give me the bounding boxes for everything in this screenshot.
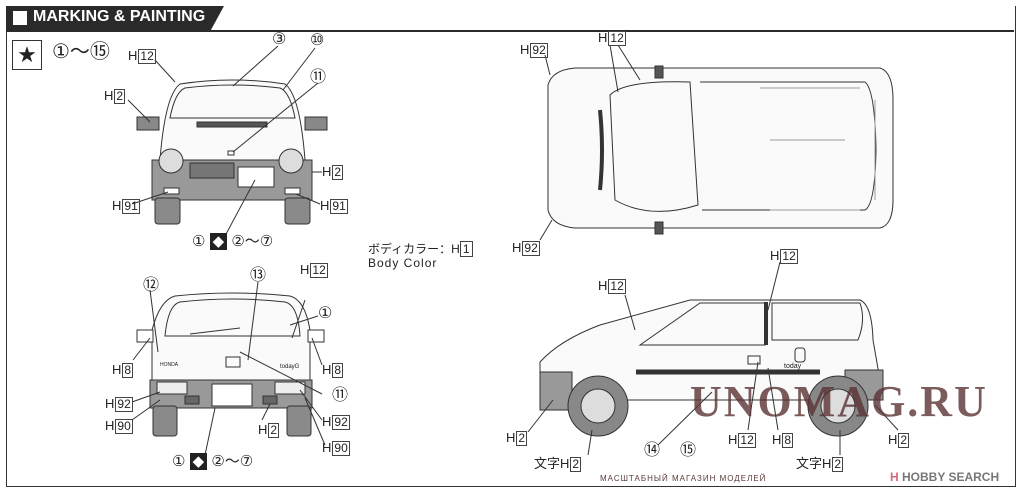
front-callout-10: ⑩	[310, 32, 325, 49]
rear-model-badge: todayG	[280, 364, 300, 370]
side-callout-15: ⑮	[680, 442, 697, 459]
square-icon	[13, 11, 27, 25]
side-view-car	[527, 261, 899, 456]
watermark-subtitle: МАСШТАБНЫЙ МАГАЗИН МОДЕЛЕЙ	[600, 474, 767, 483]
rear-callout-13: ⑬	[250, 267, 267, 284]
header-rule	[6, 30, 1014, 32]
front-view-car	[127, 45, 328, 237]
side-model-decal: today	[784, 363, 802, 370]
rear-view-car	[131, 281, 326, 456]
rear-callout-11: ⑪	[332, 387, 349, 404]
watermark-logo: UNOMAG.RU	[690, 377, 988, 426]
side-callout-14: ⑭	[644, 442, 661, 459]
decal-sheet-icon: ◆	[209, 233, 228, 250]
star-icon: ★	[12, 40, 42, 70]
rear-callout-1: ①	[318, 305, 333, 322]
decal-sheet-icon: ◆	[189, 453, 208, 470]
front-callout-11: ⑪	[310, 69, 327, 86]
top-view-car	[539, 44, 894, 241]
section-header: MARKING & PAINTING	[6, 6, 224, 30]
page-frame	[6, 6, 1016, 487]
rear-decal-note: ① ◆ ②～⑦	[172, 453, 254, 470]
front-callout-3: ③	[272, 31, 287, 48]
section-title: MARKING & PAINTING	[33, 8, 206, 25]
decal-range: ①～⑮	[52, 41, 110, 63]
front-decal-note: ① ◆ ②～⑦	[192, 233, 274, 250]
hobby-search-logo: H HOBBY SEARCH	[890, 470, 1000, 484]
rear-callout-12: ⑫	[143, 277, 160, 294]
rear-honda-badge: HONDA	[160, 362, 179, 368]
